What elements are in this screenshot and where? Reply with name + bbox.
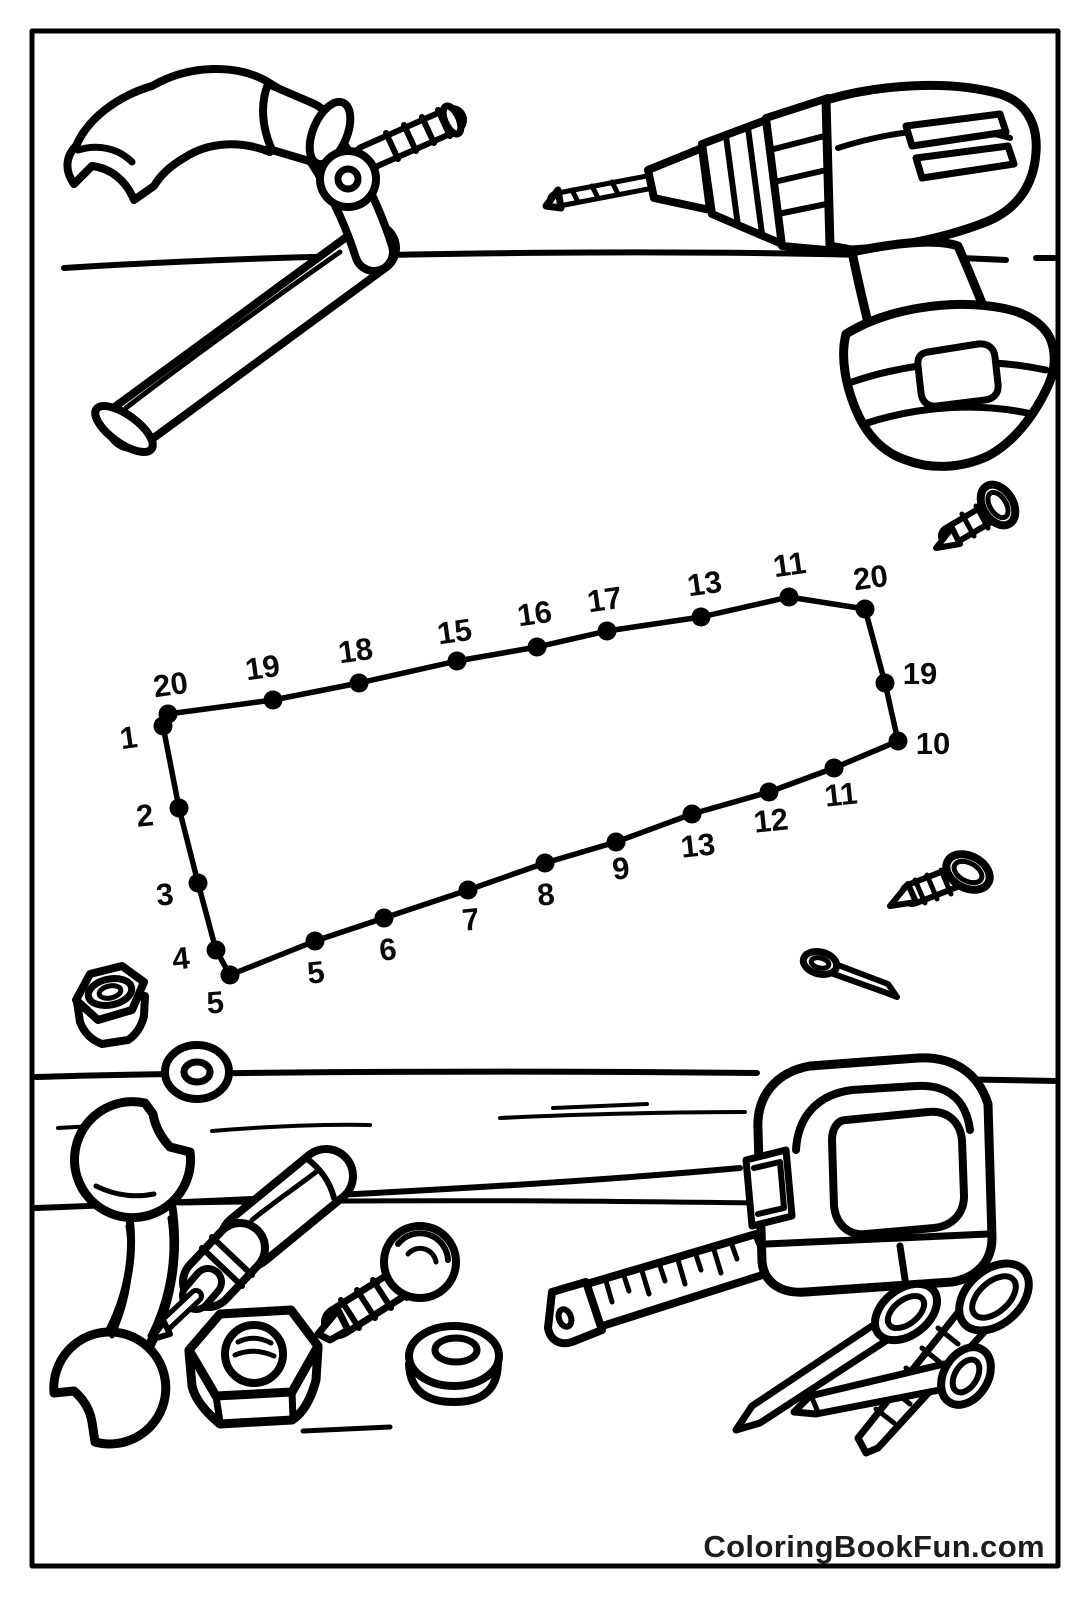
puzzle-dot: [535, 853, 555, 873]
nails-icon: [732, 1259, 1033, 1457]
puzzle-dot: [447, 651, 467, 671]
puzzle-dot: [875, 673, 895, 693]
puzzle-dot: [305, 931, 325, 951]
puzzle-dot: [888, 731, 908, 751]
puzzle-dot-number: 16: [515, 594, 554, 633]
footer-url: ColoringBookFun.com: [703, 1529, 1045, 1564]
puzzle-dot: [606, 832, 626, 852]
puzzle-dot: [158, 704, 178, 724]
hammer-icon: [63, 65, 400, 456]
puzzle-dot-number: 12: [752, 801, 790, 839]
puzzle-dot-number: 6: [377, 931, 398, 968]
puzzle-dot: [691, 607, 711, 627]
puzzle-dot-number: 11: [771, 545, 808, 584]
puzzle-dot: [759, 782, 779, 802]
puzzle-dot-number: 19: [903, 656, 937, 691]
hex-nut-large-icon: [184, 1305, 323, 1429]
puzzle-dot: [263, 690, 283, 710]
screw-large-icon: [314, 1222, 460, 1344]
puzzle-dot-number: 1: [118, 719, 140, 756]
puzzle-dot: [779, 587, 799, 607]
puzzle-dot-number: 13: [685, 564, 724, 603]
puzzle-dot: [458, 880, 478, 900]
puzzle-dot: [349, 673, 369, 693]
puzzle-dot: [188, 873, 208, 893]
washer-small-icon: [161, 1041, 233, 1103]
puzzle-dot: [824, 758, 844, 778]
hex-nut-small-icon: [72, 962, 149, 1048]
puzzle-dot-number: 8: [535, 876, 556, 913]
puzzle-dot-number: 3: [154, 876, 175, 913]
puzzle-dot: [855, 599, 875, 619]
puzzle-dot-number: 7: [460, 901, 481, 938]
puzzle-dot-number: 20: [851, 558, 890, 597]
puzzle-dot-number: 15: [435, 612, 474, 651]
page-border: [29, 28, 1061, 1569]
puzzle-dot-number: 9: [610, 850, 631, 887]
washer-large-icon: [405, 1322, 503, 1406]
puzzle-dot-number: 4: [170, 940, 192, 977]
small-screw-right-icon: [887, 850, 994, 909]
puzzle-dot-number: 2: [134, 797, 155, 834]
wrench-icon: [49, 1097, 195, 1449]
puzzle-dot-number: 19: [243, 648, 282, 687]
puzzle-dot: [374, 908, 394, 928]
puzzle-dot-number: 17: [585, 580, 624, 619]
tape-measure-icon: [544, 1053, 997, 1348]
drill-icon: [542, 80, 1059, 471]
puzzle-dot-number: 18: [336, 631, 375, 670]
puzzle-dot-number: 5: [205, 984, 225, 1020]
small-screw-upper-right-icon: [933, 480, 1020, 551]
puzzle-dot-number: 13: [679, 826, 717, 864]
puzzle-dot: [527, 637, 547, 657]
puzzle-dot: [220, 965, 240, 985]
puzzle-dot-number: 11: [823, 775, 859, 813]
puzzle-dot-number: 10: [916, 726, 950, 761]
puzzle-dot-number: 5: [305, 954, 326, 991]
puzzle-dot: [206, 940, 226, 960]
puzzle-dot: [597, 621, 617, 641]
puzzle-dot: [169, 798, 189, 818]
puzzle-dot-number: 20: [151, 665, 190, 704]
screw-icon: [316, 102, 467, 211]
small-nail-right-icon: [799, 948, 900, 1000]
screwdriver-icon: [147, 1145, 357, 1343]
puzzle-dot: [682, 804, 702, 824]
